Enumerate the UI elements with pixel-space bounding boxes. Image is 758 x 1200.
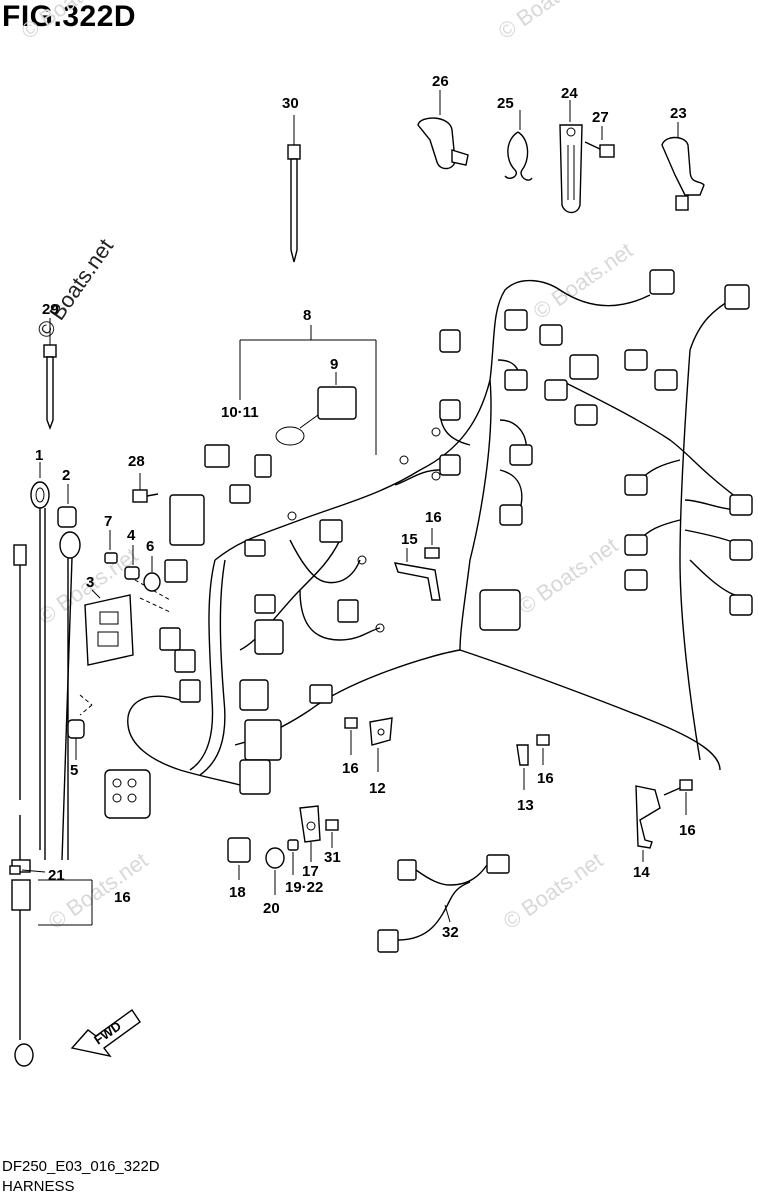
callout-29: 16 [114, 889, 131, 906]
part-13-bracket[interactable] [516, 744, 529, 790]
callout-12: 12 [369, 780, 386, 797]
watermark: © Boats.net [32, 234, 119, 343]
part-16-bolt[interactable] [344, 717, 358, 755]
callout-16: 16 [537, 770, 554, 787]
part-17-clamp[interactable] [661, 122, 705, 211]
part-16-bolt[interactable] [536, 734, 550, 765]
callout-10-11: 10·11 [221, 404, 259, 421]
callout-32: 30 [282, 95, 299, 112]
callout-23: 28 [128, 453, 145, 470]
part-33-sub-harness[interactable] [377, 854, 510, 953]
part-1-cable[interactable] [30, 462, 50, 860]
part-2-cap[interactable] [57, 484, 77, 528]
callout-13: 13 [517, 797, 534, 814]
callout-4: 4 [127, 527, 136, 544]
callout-7: 7 [104, 513, 112, 530]
part-20-clamp[interactable] [417, 90, 469, 170]
callout-28: 19·22 [285, 879, 323, 896]
callout-5: 5 [70, 762, 78, 779]
part-16-bolt[interactable] [424, 528, 440, 559]
part-31-cable-tie[interactable] [43, 318, 57, 430]
part-29-fuse-cable[interactable] [11, 544, 93, 1067]
callout-31: 29 [42, 301, 59, 318]
part-15-bracket[interactable] [393, 548, 441, 601]
watermark: © Boats.net [499, 847, 608, 934]
callout-25: 20 [263, 900, 280, 917]
callout-26: 18 [229, 884, 246, 901]
part-23-bolt[interactable] [132, 473, 159, 503]
callout-17: 23 [670, 105, 687, 122]
part-16-bolt[interactable] [663, 779, 693, 815]
cable-pos [59, 531, 81, 861]
part-25-plug[interactable] [265, 847, 285, 895]
part-28-nut[interactable] [287, 839, 299, 875]
part-24-bracket[interactable] [299, 805, 321, 862]
callout-16: 16 [342, 760, 359, 777]
callout-8: 8 [303, 307, 311, 324]
part-3-bracket[interactable] [79, 579, 171, 716]
watermark: © Boats.net [529, 237, 638, 324]
part-30-fuse[interactable] [9, 865, 46, 875]
part-8-bracket [239, 325, 377, 455]
drawing-code: DF250_E03_016_322D [2, 1158, 160, 1175]
callout-27: 31 [324, 849, 341, 866]
callout-labels: 30 26 25 24 27 23 29 8 9 10·11 1 2 28 7 … [35, 73, 696, 941]
callout-21: 27 [592, 109, 609, 126]
callout-33: 32 [442, 924, 459, 941]
part-21-bolt[interactable] [584, 126, 615, 158]
callout-30: 21 [48, 867, 65, 884]
figure-caption: HARNESS [2, 1178, 75, 1195]
harness-connectors[interactable] [104, 269, 753, 819]
harness-ring-terminals [287, 427, 441, 633]
watermark: © Boats.net [514, 532, 623, 619]
part-12-bracket[interactable] [369, 717, 393, 772]
callout-2: 2 [62, 467, 70, 484]
callout-16: 16 [679, 822, 696, 839]
part-14-bracket[interactable] [635, 785, 661, 862]
figure-title: FIG.322D [2, 0, 137, 33]
callout-24: 17 [302, 863, 319, 880]
watermark: © Boats.net [494, 0, 603, 44]
part-26-cap[interactable] [227, 837, 251, 880]
part-19-22-clip[interactable] [504, 110, 533, 181]
fwd-arrow: FWD [70, 1009, 141, 1058]
part-18-strap[interactable] [559, 100, 583, 214]
callout-1: 1 [35, 447, 43, 464]
part-9-relay[interactable] [275, 386, 357, 446]
callout-9: 9 [330, 356, 338, 373]
callout-15: 15 [401, 531, 418, 548]
callout-20: 26 [432, 73, 449, 90]
main-harness[interactable] [127, 279, 741, 786]
part-4-nut[interactable] [124, 545, 140, 580]
part-6-grommet[interactable] [143, 556, 161, 592]
callout-16: 16 [425, 509, 442, 526]
watermark: © Boats.net [44, 847, 153, 934]
callout-14: 14 [633, 864, 650, 881]
part-7-screw[interactable] [104, 530, 118, 564]
watermark: © Boats.net [17, 0, 126, 44]
callout-3: 3 [86, 574, 94, 591]
part-32-cable-tie[interactable] [287, 115, 301, 263]
part-5-grommet[interactable] [67, 719, 85, 760]
part-27-bolt[interactable] [325, 819, 339, 848]
callout-18: 24 [561, 85, 578, 102]
callout-19-22: 25 [497, 95, 514, 112]
callout-6: 6 [146, 538, 154, 555]
